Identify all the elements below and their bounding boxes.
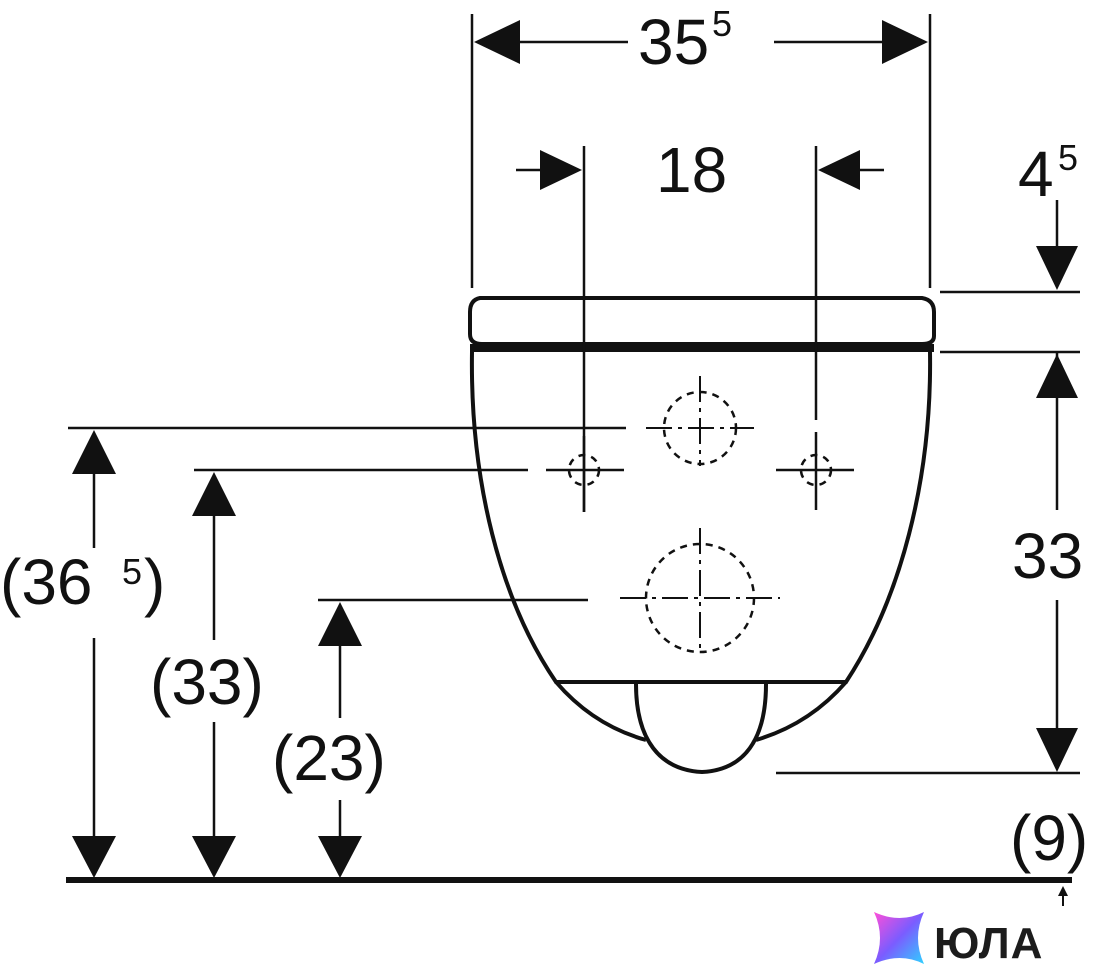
extension-lines — [68, 14, 1080, 775]
drain-outlet-circle — [620, 528, 780, 654]
dimension-seat-thickness: 4 5 — [1018, 137, 1078, 378]
yula-logo: ЮЛА — [874, 912, 1043, 968]
floor-gap-label: (9) — [1010, 802, 1088, 874]
overall-width-label: 35 — [638, 6, 709, 78]
top-outlet-height-close: ) — [144, 546, 165, 618]
top-outlet-circle — [646, 376, 754, 466]
right-mount-hole — [776, 432, 854, 510]
dimension-mount-spacing: 18 — [516, 134, 884, 206]
dimension-top-outlet-height: (36 5 ) — [0, 430, 165, 878]
seat-thickness-label: 4 — [1018, 138, 1054, 210]
left-mount-hole — [546, 436, 624, 512]
seat-thickness-sup: 5 — [1058, 137, 1078, 178]
overall-width-sup: 5 — [712, 3, 732, 44]
toilet-seat — [468, 296, 936, 352]
top-outlet-height-label: (36 — [0, 546, 93, 618]
bowl-height-label: 33 — [1012, 520, 1083, 592]
dimension-floor-gap: (9) — [1010, 802, 1088, 906]
mount-holes-height-label: (33) — [150, 646, 264, 718]
dimension-overall-width: 35 5 — [474, 3, 928, 78]
dimension-mount-holes-height: (33) — [150, 472, 264, 878]
dimension-bowl-height: 33 — [1012, 354, 1083, 772]
dimension-drain-height: (23) — [272, 602, 386, 878]
top-outlet-height-sup: 5 — [122, 551, 142, 592]
toilet-bowl — [469, 351, 933, 775]
yula-logo-icon — [874, 912, 924, 964]
yula-logo-text: ЮЛА — [934, 919, 1043, 968]
mount-spacing-label: 18 — [656, 134, 727, 206]
drain-height-label: (23) — [272, 722, 386, 794]
